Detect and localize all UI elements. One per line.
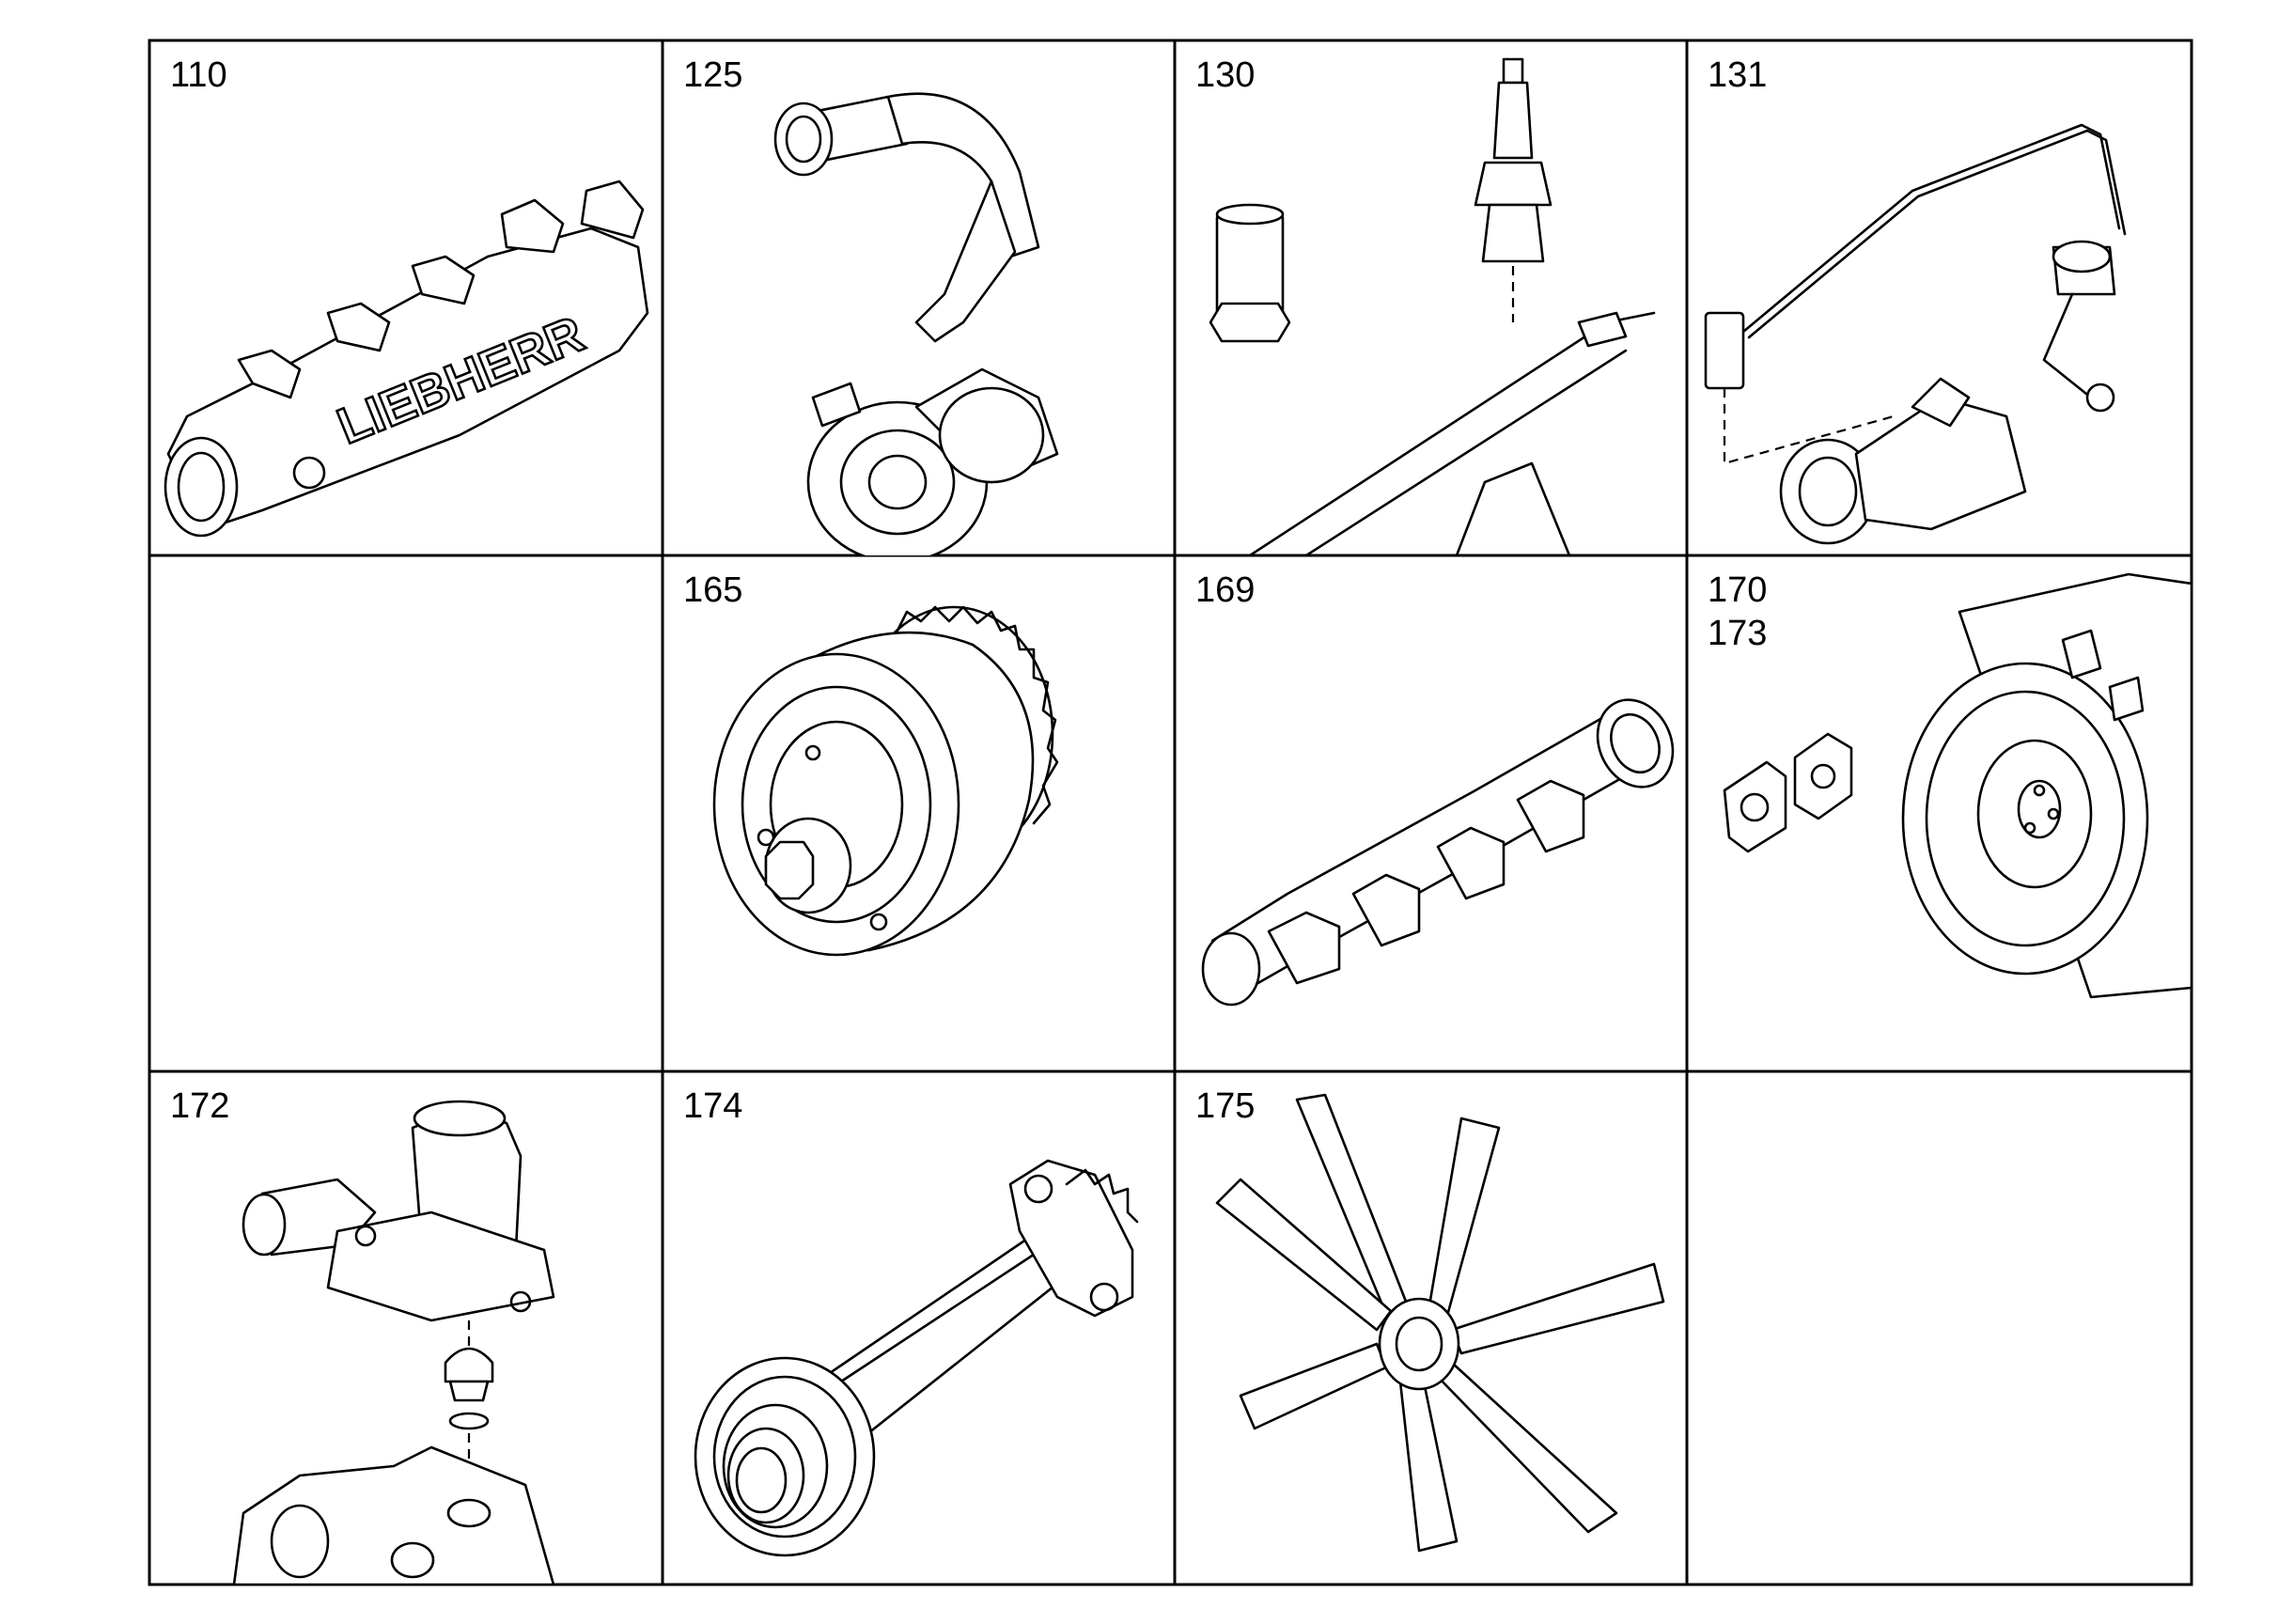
exhaust-manifold-icon <box>1175 555 1687 1071</box>
turbocharger-hose-icon <box>663 40 1175 564</box>
part-number: 170 173 <box>1708 570 1768 653</box>
part-cell-empty-2 <box>1687 1071 2192 1585</box>
part-number: 175 <box>1195 1086 1256 1126</box>
part-cell-169: 169 <box>1175 555 1687 1071</box>
thermostat-housing-icon <box>149 1071 663 1586</box>
heater-line-icon <box>1687 40 2192 555</box>
fan-blade-icon <box>1175 1071 1687 1585</box>
part-cell-165: 165 <box>663 555 1175 1071</box>
part-number: 125 <box>683 55 743 95</box>
part-number: 169 <box>1195 570 1256 610</box>
fan-clutch-icon <box>663 555 1175 1071</box>
flywheel-housing-icon <box>1687 555 2193 1071</box>
part-number: 131 <box>1708 55 1768 95</box>
part-cell-empty-1 <box>149 555 663 1071</box>
part-number: 174 <box>683 1086 743 1126</box>
part-number: 172 <box>170 1086 230 1126</box>
part-cell-170-173: 170 173 <box>1687 555 2193 1071</box>
part-number: 130 <box>1195 55 1256 95</box>
part-cell-175: 175 <box>1175 1071 1687 1585</box>
part-cell-174: 174 <box>663 1071 1175 1585</box>
part-cell-130: 130 <box>1175 40 1687 557</box>
part-cell-172: 172 <box>149 1071 663 1586</box>
part-number: 110 <box>170 55 227 95</box>
drive-shaft-icon <box>663 1071 1175 1585</box>
part-cell-125: 125 <box>663 40 1175 564</box>
part-number: 165 <box>683 570 743 610</box>
part-cell-110: 110 LIEBHERR <box>149 40 663 555</box>
part-cell-131: 131 <box>1687 40 2192 555</box>
intake-manifold-icon: LIEBHERR <box>149 40 663 555</box>
glow-plug-sensor-icon <box>1175 40 1687 557</box>
